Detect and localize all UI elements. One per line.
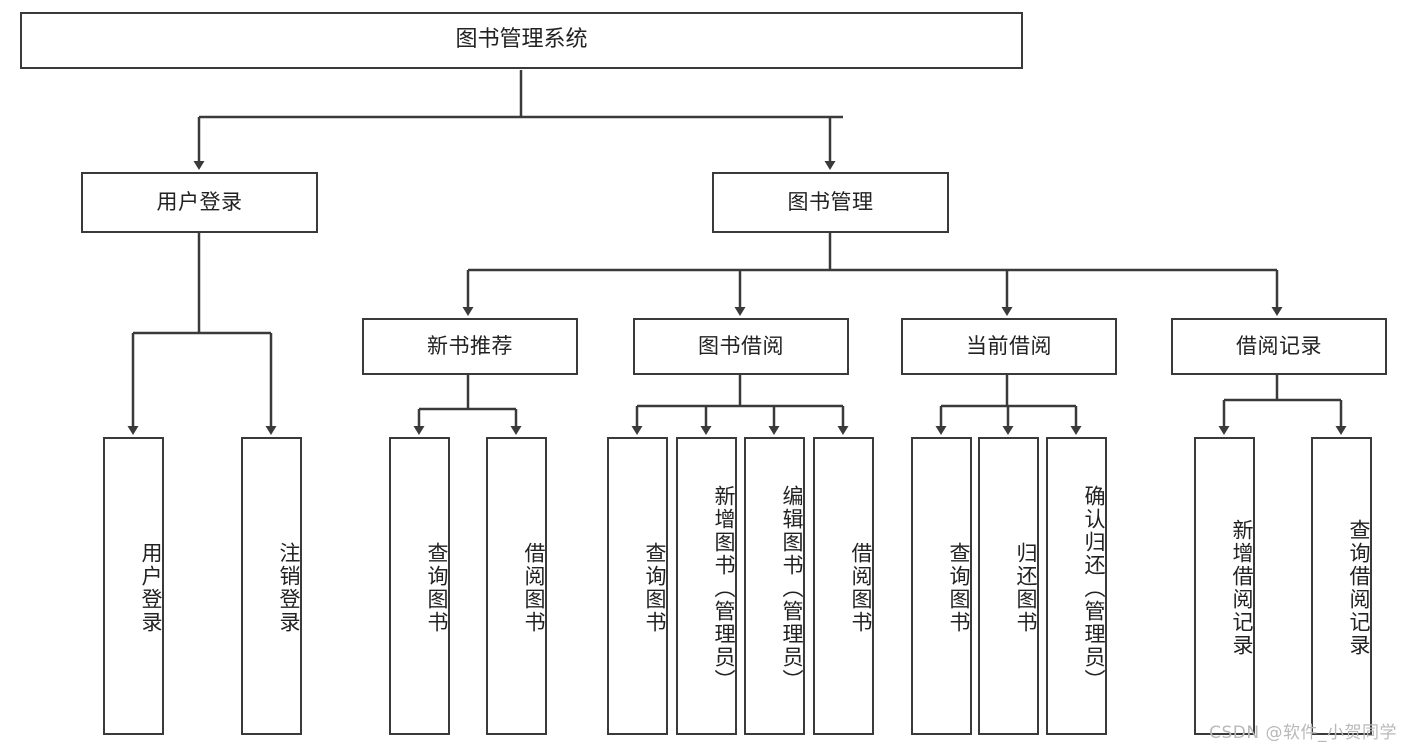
leaf-current-confirm-return-admin[interactable]: 确认归还（管理员）	[1046, 437, 1107, 735]
node-label: 借阅图书	[849, 542, 873, 634]
node-label: 借阅记录	[1236, 333, 1322, 358]
node-label: 图书借阅	[698, 333, 784, 358]
leaf-user-login-signin[interactable]: 用户登录	[103, 437, 164, 735]
node-label: 查询图书	[425, 542, 449, 634]
node-new-book-recommend[interactable]: 新书推荐	[362, 318, 578, 375]
node-label: 用户登录	[156, 189, 243, 214]
node-borrow-records[interactable]: 借阅记录	[1171, 318, 1387, 375]
node-user-login[interactable]: 用户登录	[81, 172, 318, 233]
node-root-system[interactable]: 图书管理系统	[20, 12, 1023, 69]
node-label: 归还图书	[1014, 542, 1038, 634]
leaf-current-query-book[interactable]: 查询图书	[911, 437, 972, 735]
node-label: 查询借阅记录	[1347, 519, 1371, 657]
leaf-records-query-record[interactable]: 查询借阅记录	[1311, 437, 1372, 735]
leaf-new-books-borrow[interactable]: 借阅图书	[486, 437, 547, 735]
node-label: 查询图书	[947, 542, 971, 634]
node-label: 新增图书（管理员）	[712, 484, 736, 692]
node-label: 新增借阅记录	[1230, 519, 1254, 657]
node-book-borrow[interactable]: 图书借阅	[633, 318, 849, 375]
node-label: 查询图书	[643, 542, 667, 634]
leaf-current-return-book[interactable]: 归还图书	[978, 437, 1039, 735]
node-label: 图书管理系统	[455, 27, 588, 53]
leaf-borrow-query-book[interactable]: 查询图书	[607, 437, 668, 735]
leaf-borrow-edit-book-admin[interactable]: 编辑图书（管理员）	[744, 437, 805, 735]
leaf-user-login-signout[interactable]: 注销登录	[241, 437, 302, 735]
node-label: 当前借阅	[966, 333, 1052, 358]
leaf-borrow-add-book-admin[interactable]: 新增图书（管理员）	[676, 437, 737, 735]
node-label: 用户登录	[139, 542, 163, 634]
leaf-records-add-record[interactable]: 新增借阅记录	[1194, 437, 1255, 735]
node-book-management[interactable]: 图书管理	[712, 172, 949, 233]
leaf-new-books-query[interactable]: 查询图书	[389, 437, 450, 735]
node-label: 图书管理	[787, 189, 874, 214]
node-current-borrow[interactable]: 当前借阅	[901, 318, 1117, 375]
csdn-watermark: CSDN @软件_小贺同学	[1209, 723, 1397, 743]
node-label: 注销登录	[277, 542, 301, 634]
node-label: 编辑图书（管理员）	[780, 484, 804, 692]
node-label: 确认归还（管理员）	[1082, 484, 1106, 692]
node-label: 新书推荐	[427, 333, 513, 358]
node-label: 借阅图书	[522, 542, 546, 634]
leaf-borrow-borrow-book[interactable]: 借阅图书	[813, 437, 874, 735]
